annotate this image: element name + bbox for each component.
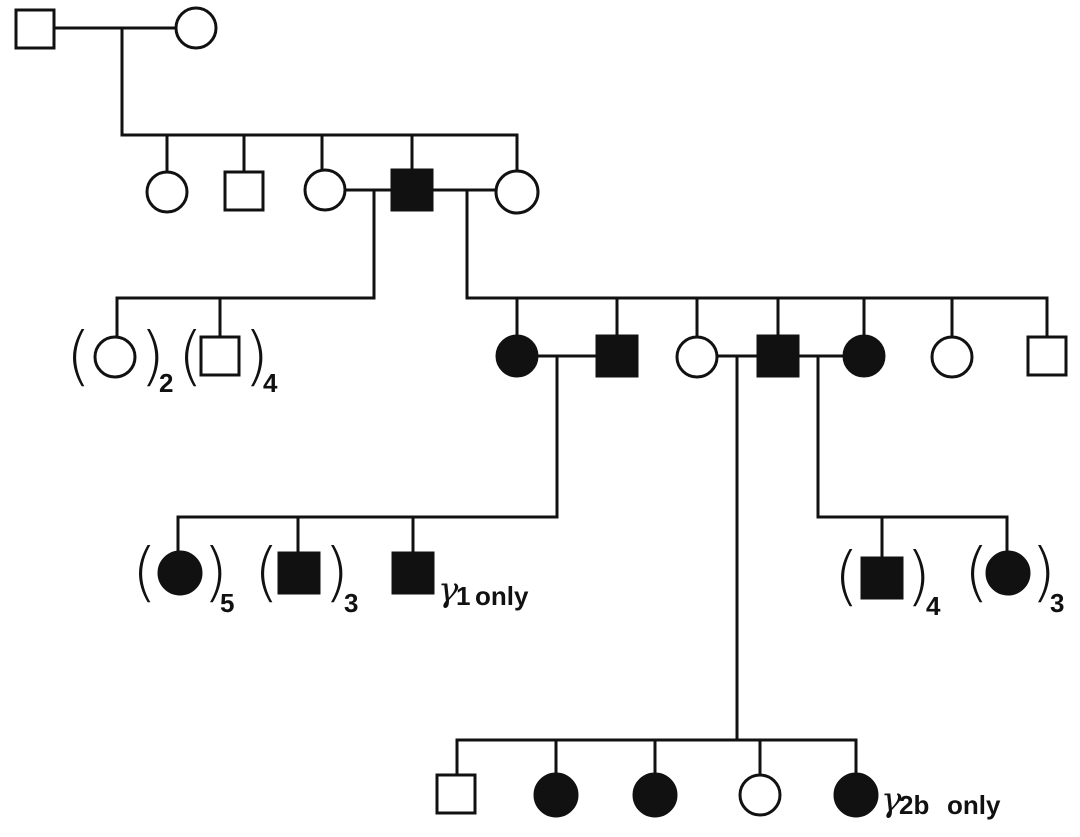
male-unaffected-group	[199, 335, 241, 377]
female-affected	[833, 772, 879, 818]
male-affected-group	[860, 556, 904, 600]
female-affected	[495, 334, 539, 378]
generation-2	[120, 133, 540, 300]
gamma1-note: only	[475, 581, 529, 611]
female-unaffected	[930, 335, 974, 379]
male-affected	[756, 334, 800, 378]
male-unaffected	[14, 8, 56, 50]
bracket-close: )	[1031, 536, 1056, 610]
female-affected	[632, 772, 678, 818]
male-affected-group	[277, 551, 321, 595]
bracket-open: (	[254, 536, 279, 610]
generation-4: ( ) 5 ( ) 3 γ 1 only ( ) 4 ( ) 3	[132, 515, 1064, 820]
female-affected-group	[985, 550, 1031, 596]
gamma1-index: 1	[456, 581, 470, 611]
male-unaffected	[1026, 335, 1068, 377]
female-affected	[533, 772, 579, 818]
female-unaffected	[494, 169, 540, 215]
gamma2b-symbol: γ	[881, 780, 902, 820]
bracket-close: )	[203, 536, 228, 610]
bracket-open: (	[132, 536, 157, 610]
count-label: 5	[220, 588, 234, 618]
gamma2b-note: only	[947, 790, 1001, 820]
count-label: 4	[926, 591, 941, 621]
male-unaffected	[223, 170, 265, 212]
bracket-open: (	[66, 320, 91, 394]
bracket-open: (	[834, 540, 859, 614]
female-unaffected	[174, 6, 218, 50]
generation-1	[14, 6, 218, 137]
bracket-open: (	[964, 536, 989, 610]
gamma1-symbol: γ	[438, 570, 459, 610]
count-label: 4	[263, 368, 278, 398]
male-affected	[391, 551, 435, 595]
bracket-close: )	[244, 320, 269, 394]
count-label: 3	[1050, 588, 1064, 618]
bracket-close: )	[906, 540, 931, 614]
bracket-close: )	[324, 536, 349, 610]
count-label: 2	[159, 368, 173, 398]
count-label: 3	[344, 588, 358, 618]
female-unaffected	[738, 773, 782, 817]
male-affected	[595, 334, 639, 378]
female-unaffected	[145, 170, 189, 214]
female-unaffected	[303, 168, 347, 212]
male-unaffected	[435, 773, 477, 815]
gamma2b-index: 2b	[899, 790, 929, 820]
female-unaffected	[675, 335, 719, 379]
female-unaffected-group	[93, 335, 137, 379]
female-affected-group	[157, 550, 203, 596]
male-affected	[390, 168, 434, 212]
bracket-close: )	[140, 320, 165, 394]
bracket-open: (	[178, 320, 203, 394]
generation-3: ( ) 2 ( ) 4	[66, 296, 1068, 742]
female-affected	[842, 334, 886, 378]
